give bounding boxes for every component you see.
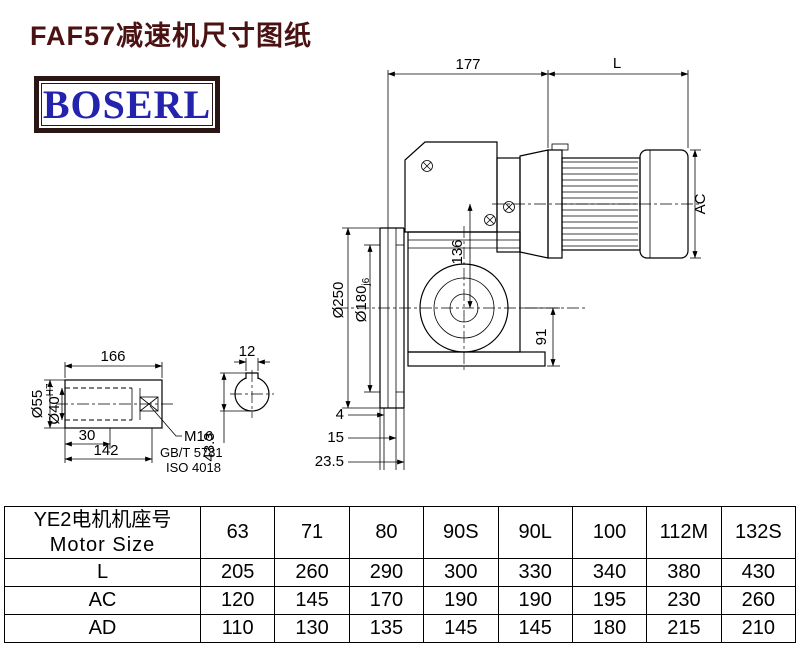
dim-flange-dia-label: Ø250 [330, 282, 347, 319]
motor-size-header-en: Motor Size [49, 533, 156, 556]
motor-size-header-cn: YE2电机机座号 [33, 508, 172, 531]
dim-shaft-length-label: 166 [100, 348, 125, 365]
dim-offset-c-label: 23.5 [315, 453, 344, 470]
main-dimensions: 177 L AC Ø250 Ø180j6 136 91 [315, 55, 709, 470]
value-cell: 120 [199, 586, 276, 615]
boserl-logo: BOSERL [34, 76, 220, 133]
value-cell: 340 [571, 558, 648, 587]
table-row-L: L 205 260 290 300 330 340 380 430 [4, 558, 797, 587]
page-title: FAF57减速机尺寸图纸 [30, 21, 313, 51]
table-header-row: YE2电机机座号 Motor Size 63 71 80 90S 90L 100… [4, 506, 797, 559]
value-cell: 210 [720, 614, 797, 643]
size-header-cell: 100 [571, 506, 648, 559]
thread-note: M16 [184, 428, 213, 445]
value-cell: 145 [423, 614, 499, 643]
value-cell: 190 [497, 586, 573, 615]
value-cell: 205 [199, 558, 276, 587]
value-cell: 290 [348, 558, 425, 587]
value-cell: 300 [423, 558, 499, 587]
dim-base-height-label: 91 [533, 329, 550, 346]
value-cell: 110 [199, 614, 276, 643]
value-cell: 180 [571, 614, 648, 643]
row-label-cell: AC [4, 586, 201, 615]
flange-view [379, 227, 408, 409]
value-cell: 260 [720, 586, 797, 615]
shaft-end-view: 12 43.3 [201, 343, 274, 462]
bolt-icon [484, 214, 496, 226]
shaft-detail-view: 166 Ø55 Ø40H7 30 142 M16 GB/T 5781 ISO 4… [29, 348, 223, 475]
value-cell: 260 [274, 558, 350, 587]
value-cell: 195 [571, 586, 648, 615]
value-cell: 430 [720, 558, 797, 587]
gearbox-view [336, 141, 585, 372]
bolt-icon [503, 201, 515, 213]
dim-shaft-outer-dia-label: Ø55 [29, 390, 46, 418]
value-cell: 145 [274, 586, 350, 615]
value-cell: 230 [646, 586, 722, 615]
dim-motor-height-label: AC [692, 193, 709, 214]
table-row-AD: AD 110 130 135 145 145 180 215 210 [4, 614, 797, 643]
boserl-logo-text: BOSERL [42, 81, 212, 127]
value-cell: 190 [423, 586, 499, 615]
standard-note-1: GB/T 5781 [160, 445, 223, 460]
size-header-cell: 90L [497, 506, 573, 559]
size-header-cell: 132S [720, 506, 797, 559]
motor-size-table: YE2电机机座号 Motor Size 63 71 80 90S 90L 100… [4, 506, 797, 643]
value-cell: 170 [348, 586, 425, 615]
row-label-cell: L [4, 558, 201, 587]
table-row-AC: AC 120 145 170 190 190 195 230 260 [4, 586, 797, 615]
dim-thread-depth-label: 30 [79, 427, 96, 444]
size-header-cell: 71 [274, 506, 350, 559]
value-cell: 330 [497, 558, 573, 587]
size-header-cell: 112M [646, 506, 722, 559]
value-cell: 215 [646, 614, 722, 643]
row-label-cell: AD [4, 614, 201, 643]
value-cell: 135 [348, 614, 425, 643]
dim-spigot-dia-label: Ø180j6 [353, 277, 372, 322]
size-header-cell: 63 [199, 506, 276, 559]
value-cell: 130 [274, 614, 350, 643]
dim-offset-a-label: 4 [336, 406, 344, 423]
dim-keyway-width-label: 12 [239, 343, 256, 360]
dim-motor-length-label: L [613, 55, 621, 72]
dim-hub-length-label: 142 [93, 442, 118, 459]
size-header-cell: 90S [423, 506, 499, 559]
value-cell: 145 [497, 614, 573, 643]
dim-width-label: 177 [455, 56, 480, 73]
dim-axis-height-label: 136 [449, 239, 466, 264]
motor-size-header-cell: YE2电机机座号 Motor Size [4, 506, 201, 559]
dim-offset-b-label: 15 [327, 429, 344, 446]
dim-keyway-height-label: 43.3 [201, 432, 218, 461]
size-header-cell: 80 [348, 506, 425, 559]
dim-shaft-bore-dia-label: Ø40H7 [45, 383, 63, 425]
value-cell: 380 [646, 558, 722, 587]
standard-note-2: ISO 4018 [166, 460, 221, 475]
motor-view [492, 143, 700, 259]
dimension-drawing: 177 L AC Ø250 Ø180j6 136 91 [29, 55, 709, 475]
bolt-icon [421, 160, 433, 172]
